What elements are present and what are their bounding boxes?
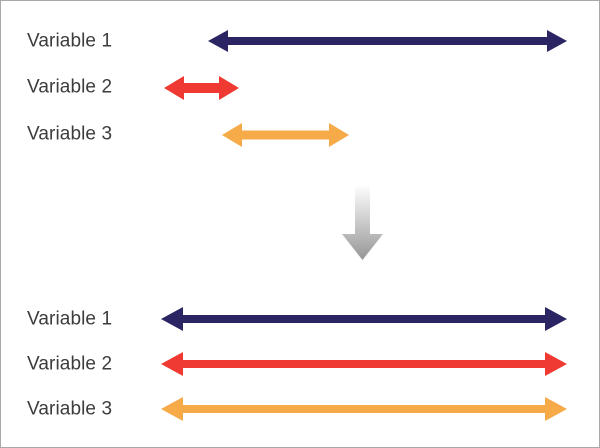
range-arrow-bottom_panel-2 xyxy=(161,352,567,376)
range-arrow-top_panel-1-shape xyxy=(208,30,567,52)
range-arrow-top_panel-3-shape xyxy=(222,123,349,147)
variable-label-2: Variable 2 xyxy=(27,76,113,98)
range-arrow-bottom_panel-3 xyxy=(161,397,567,421)
variable-label-3: Variable 3 xyxy=(27,123,113,145)
range-arrow-bottom_panel-1-shape xyxy=(161,307,567,331)
variable-label-2: Variable 2 xyxy=(27,353,113,375)
arrow-down-shape xyxy=(341,186,383,260)
range-arrow-top_panel-1 xyxy=(208,30,567,52)
variable-label-3: Variable 3 xyxy=(27,398,113,420)
range-arrow-bottom_panel-1 xyxy=(161,307,567,331)
range-arrow-top_panel-2-shape xyxy=(164,76,239,100)
variable-label-1: Variable 1 xyxy=(27,308,113,330)
range-arrow-top_panel-2 xyxy=(164,76,239,100)
variable-label-1: Variable 1 xyxy=(27,30,113,52)
range-arrow-top_panel-3 xyxy=(222,123,349,147)
range-arrow-bottom_panel-2-shape xyxy=(161,352,567,376)
range-arrow-bottom_panel-3-shape xyxy=(161,397,567,421)
arrow-down-icon xyxy=(341,186,383,260)
